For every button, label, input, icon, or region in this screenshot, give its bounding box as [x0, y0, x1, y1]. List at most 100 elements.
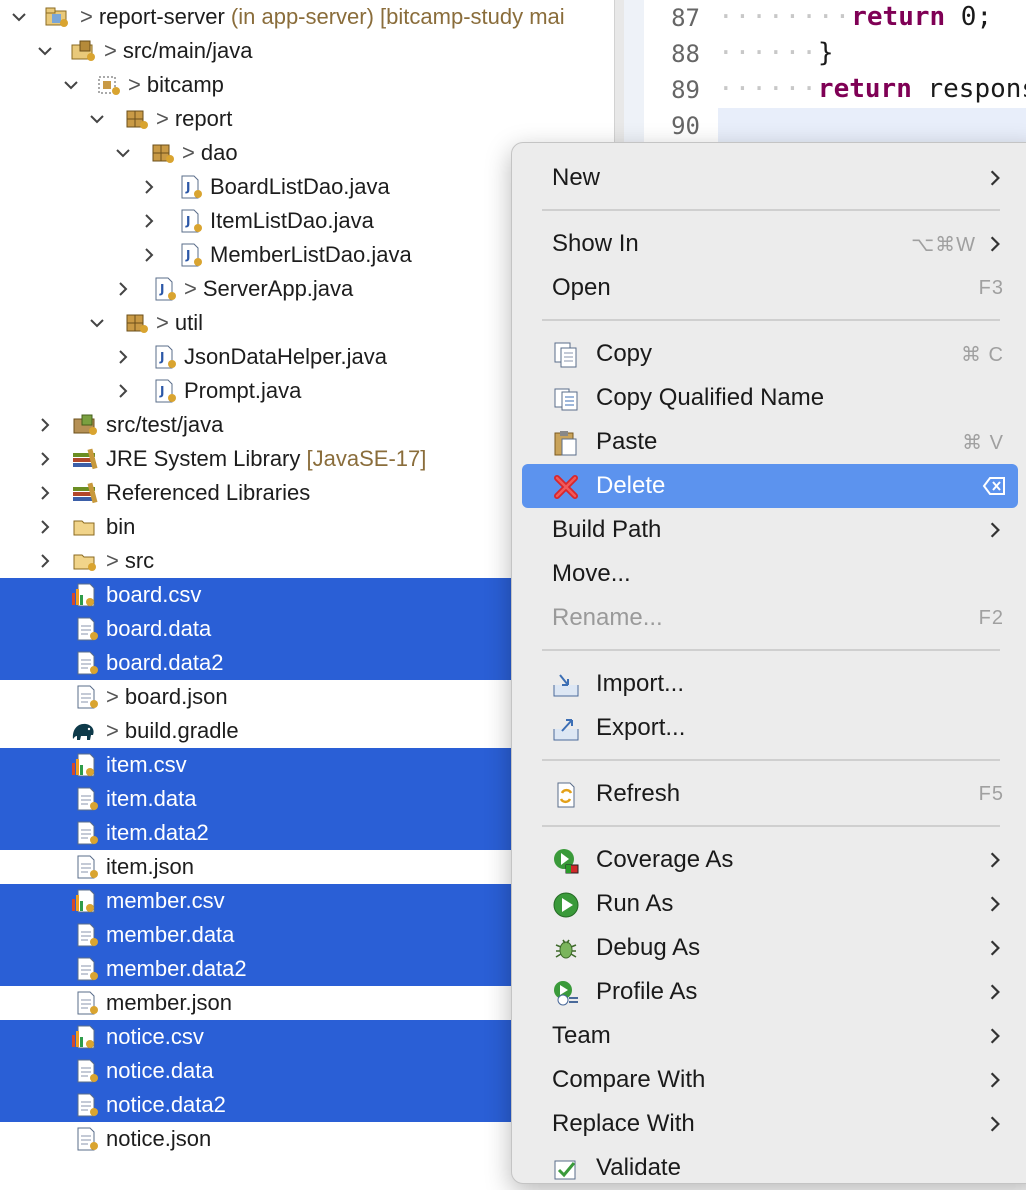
copy-icon — [554, 342, 577, 368]
debug-bug-icon — [555, 939, 577, 959]
submenu-arrow-icon — [990, 170, 1000, 186]
tree-row-project[interactable]: >report-server (in app-server) [bitcamp-… — [0, 0, 614, 34]
menu-item-validate[interactable]: Validate — [522, 1146, 1018, 1190]
tree-row-report[interactable]: >report — [0, 102, 614, 136]
menu-item-open[interactable]: Open F3 — [522, 266, 1018, 310]
tree-label: report — [174, 106, 233, 131]
menu-item-label: Export... — [596, 714, 686, 741]
menu-item-new[interactable]: New — [522, 156, 1018, 200]
tree-row-boardlistdao[interactable]: J BoardListDao.java — [0, 170, 614, 204]
package-icon — [126, 110, 148, 129]
tree-row-board-json[interactable]: >board.json — [0, 680, 614, 714]
menu-item-show-in[interactable]: Show In ⌥⌘W — [522, 222, 1018, 266]
current-line-highlight — [718, 108, 1026, 148]
text-file-icon — [77, 991, 98, 1015]
menu-shortcut: F3 — [978, 276, 1004, 299]
java-file-icon: J — [155, 379, 176, 403]
tree-row-bin[interactable]: bin — [0, 510, 614, 544]
menu-item-rename: Rename... F2 — [522, 596, 1018, 640]
submenu-arrow-icon — [990, 1028, 1000, 1044]
menu-item-coverage-as[interactable]: Coverage As — [522, 838, 1018, 882]
menu-item-label: Rename... — [552, 604, 663, 631]
tree-row-build-gradle[interactable]: >build.gradle — [0, 714, 614, 748]
menu-item-paste[interactable]: Paste ⌘ V — [522, 420, 1018, 464]
menu-item-team[interactable]: Team — [522, 1014, 1018, 1058]
menu-item-replace-with[interactable]: Replace With — [522, 1102, 1018, 1146]
menu-item-label: Run As — [596, 890, 674, 917]
gradle-elephant-icon — [72, 723, 94, 740]
tree-row-item-json[interactable]: item.json — [0, 850, 614, 884]
library-icon — [73, 482, 98, 504]
profile-icon — [554, 981, 578, 1006]
tree-label: ServerApp.java — [202, 276, 354, 301]
outgoing-marker: > — [128, 72, 141, 97]
jre-version-decoration: [JavaSE-17] — [306, 446, 427, 471]
coverage-icon — [554, 849, 579, 874]
library-icon — [73, 448, 98, 470]
code-editor[interactable]: 87 ········return 0; 88 ······} 89 ·····… — [624, 0, 1026, 150]
chevron-right-icon[interactable] — [114, 382, 132, 400]
chevron-right-icon[interactable] — [114, 348, 132, 366]
menu-item-profile-as[interactable]: Profile As — [522, 970, 1018, 1014]
tree-row-prompt[interactable]: J Prompt.java — [0, 374, 614, 408]
tree-row-jsondatahelper[interactable]: J JsonDataHelper.java — [0, 340, 614, 374]
menu-item-move[interactable]: Move... — [522, 552, 1018, 596]
tree-row-bitcamp[interactable]: >bitcamp — [0, 68, 614, 102]
chevron-right-icon[interactable] — [114, 280, 132, 298]
chevron-right-icon[interactable] — [36, 484, 54, 502]
tree-row-util[interactable]: >util — [0, 306, 614, 340]
chevron-right-icon[interactable] — [36, 450, 54, 468]
tree-row-dao[interactable]: >dao — [0, 136, 614, 170]
tree-label: member.data — [106, 922, 235, 947]
menu-item-delete[interactable]: Delete — [522, 464, 1018, 508]
tree-row-itemlistdao[interactable]: J ItemListDao.java — [0, 204, 614, 238]
menu-item-build-path[interactable]: Build Path — [522, 508, 1018, 552]
chevron-right-icon[interactable] — [140, 212, 158, 230]
chevron-down-icon[interactable] — [36, 42, 54, 60]
run-icon — [553, 892, 579, 918]
menu-shortcut: ⌘ V — [962, 431, 1004, 454]
menu-item-run-as[interactable]: Run As — [522, 882, 1018, 926]
csv-file-icon — [72, 583, 95, 607]
menu-item-label: Build Path — [552, 516, 662, 543]
text-file-icon — [77, 1127, 98, 1151]
menu-item-copy-qualified-name[interactable]: Copy Qualified Name — [522, 376, 1018, 420]
tree-row-src-main-java[interactable]: >src/main/java — [0, 34, 614, 68]
outgoing-marker: > — [156, 106, 169, 131]
tree-label: notice.data — [106, 1058, 214, 1083]
chevron-right-icon[interactable] — [36, 416, 54, 434]
menu-separator — [542, 209, 1000, 211]
tree-row-member-json[interactable]: member.json — [0, 986, 614, 1020]
folder-icon — [73, 520, 95, 536]
code-line: ······} — [718, 38, 834, 68]
menu-item-compare-with[interactable]: Compare With — [522, 1058, 1018, 1102]
chevron-right-icon[interactable] — [36, 552, 54, 570]
tree-row-referenced-libraries[interactable]: Referenced Libraries — [0, 476, 614, 510]
export-icon — [553, 719, 579, 741]
tree-row-jre-library[interactable]: JRE System Library [JavaSE-17] — [0, 442, 614, 476]
menu-item-import[interactable]: Import... — [522, 662, 1018, 706]
chevron-right-icon[interactable] — [140, 246, 158, 264]
outgoing-marker: > — [156, 310, 169, 335]
tree-row-serverapp[interactable]: J >ServerApp.java — [0, 272, 614, 306]
chevron-right-icon[interactable] — [36, 518, 54, 536]
tree-row-src-test-java[interactable]: src/test/java — [0, 408, 614, 442]
tree-label: item.json — [106, 854, 195, 879]
chevron-down-icon[interactable] — [88, 314, 106, 332]
menu-item-refresh[interactable]: Refresh F5 — [522, 772, 1018, 816]
chevron-down-icon[interactable] — [62, 76, 80, 94]
java-file-icon: J — [181, 175, 202, 199]
menu-item-copy[interactable]: Copy ⌘ C — [522, 332, 1018, 376]
tree-row-memberlistdao[interactable]: J MemberListDao.java — [0, 238, 614, 272]
menu-item-label: Copy — [596, 340, 653, 367]
menu-item-debug-as[interactable]: Debug As — [522, 926, 1018, 970]
menu-item-export[interactable]: Export... — [522, 706, 1018, 750]
chevron-down-icon[interactable] — [114, 144, 132, 162]
menu-item-label: Copy Qualified Name — [596, 384, 825, 411]
chevron-down-icon[interactable] — [10, 8, 28, 26]
tree-row-src[interactable]: >src — [0, 544, 614, 578]
tree-row-notice-json[interactable]: notice.json — [0, 1122, 614, 1156]
chevron-right-icon[interactable] — [140, 178, 158, 196]
text-file-icon — [77, 923, 98, 947]
chevron-down-icon[interactable] — [88, 110, 106, 128]
